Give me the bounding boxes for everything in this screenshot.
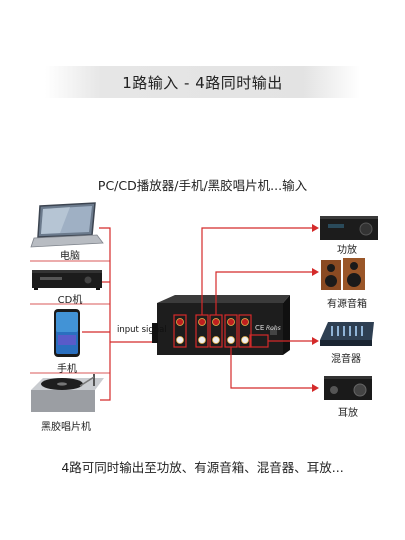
source-separators <box>30 260 110 374</box>
phone-image <box>54 309 80 357</box>
turntable-image <box>31 374 104 412</box>
source-label-pc: 电脑 <box>60 251 80 262</box>
source-label-cd: CD机 <box>57 295 83 306</box>
amplifier-image <box>320 216 378 240</box>
device-rohs-mark: Rohs <box>266 325 281 332</box>
device-ce-mark: CE <box>255 324 264 332</box>
output-label-mixer: 混音器 <box>331 354 361 365</box>
source-label-phone: 手机 <box>57 364 77 375</box>
output-label-headphone-amp: 耳放 <box>338 408 358 419</box>
cd-player-image <box>32 270 102 290</box>
output-arrows <box>312 224 319 392</box>
output-label-amplifier: 功放 <box>337 245 357 256</box>
sources-heading: PC/CD播放器/手机/黑胶唱片机...输入 <box>97 178 308 193</box>
laptop-image <box>30 202 104 248</box>
mixer-image <box>320 322 374 346</box>
title-banner <box>45 66 360 98</box>
banner-title: 1路输入 - 4路同时输出 <box>122 74 283 92</box>
speakers-image <box>321 258 365 290</box>
input-signal-label: input signal <box>117 325 167 335</box>
output-label-speakers: 有源音箱 <box>327 299 367 310</box>
splitter-device <box>152 295 290 355</box>
output-lines <box>201 227 312 389</box>
source-label-turntable: 黑胶唱片机 <box>41 422 91 433</box>
footer-text: 4路可同时输出至功放、有源音箱、混音器、耳放... <box>61 460 344 475</box>
headphone-amp-image <box>324 376 372 400</box>
